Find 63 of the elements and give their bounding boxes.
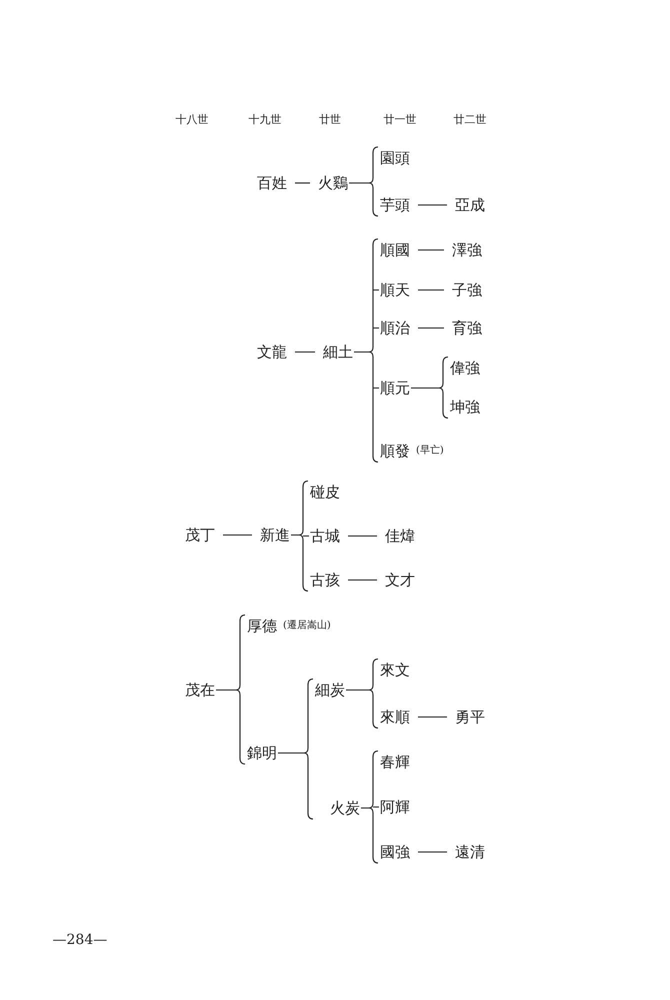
person-name: 亞成	[455, 196, 485, 214]
person-name: 遠清	[455, 843, 485, 861]
person-name: 佳煒	[385, 527, 415, 545]
generation-heading: 十八世	[176, 112, 208, 128]
connector-line	[295, 182, 310, 184]
page-number: —284—	[52, 931, 108, 949]
connector-line	[418, 204, 447, 206]
brace	[345, 658, 379, 729]
brace	[277, 678, 314, 820]
person-name: 碰皮	[310, 483, 340, 501]
brace	[290, 480, 310, 592]
connector-line	[418, 851, 447, 853]
person-name: 古城	[310, 527, 340, 545]
note-text: (早亡)	[416, 444, 444, 458]
brace	[353, 238, 380, 463]
person-name: 細炭	[315, 681, 345, 699]
person-name: 子強	[452, 281, 482, 299]
person-name: 春輝	[380, 753, 410, 771]
brace	[410, 356, 449, 419]
person-name: 澤強	[452, 241, 482, 259]
person-name: 百姓	[257, 174, 287, 192]
person-name: 阿輝	[380, 798, 410, 816]
person-name: 國強	[380, 843, 410, 861]
connector-line	[223, 534, 252, 536]
person-name: 茂在	[185, 681, 215, 699]
person-name: 順國	[380, 241, 410, 259]
person-name: 火炭	[330, 799, 360, 817]
person-name: 順元	[380, 379, 410, 397]
generation-heading: 廿二世	[454, 112, 486, 128]
note-text: (遷居嵩山)	[283, 618, 331, 633]
connector-line	[418, 327, 444, 329]
connector-line	[418, 289, 444, 291]
person-name: 來順	[380, 708, 410, 726]
person-name: 文龍	[257, 343, 287, 361]
person-name: 坤強	[450, 398, 480, 416]
person-name: 育強	[452, 319, 482, 337]
person-name: 順天	[380, 281, 410, 299]
connector-line	[295, 351, 315, 353]
brace	[348, 146, 379, 217]
person-name: 文才	[385, 571, 415, 589]
person-name: 茂丁	[185, 526, 215, 544]
person-name: 細土	[323, 343, 353, 361]
person-name: 園頭	[380, 149, 410, 167]
person-name: 芋頭	[380, 196, 410, 214]
generation-heading: 十九世	[248, 112, 282, 128]
person-name: 偉強	[450, 359, 480, 377]
person-name: 火鷄	[318, 174, 348, 192]
brace	[215, 614, 246, 765]
brace	[360, 750, 380, 864]
connector-line	[418, 249, 444, 251]
connector-line	[418, 716, 447, 718]
person-name: 順發	[380, 442, 410, 460]
person-name: 新進	[260, 526, 290, 544]
generation-heading: 廿一世	[384, 112, 416, 128]
person-name: 勇平	[455, 708, 485, 726]
generation-heading: 廿世	[319, 112, 341, 128]
person-name: 錦明	[247, 744, 277, 762]
connector-line	[348, 579, 377, 581]
connector-line	[348, 535, 377, 537]
person-name: 厚德	[247, 617, 277, 635]
person-name: 古孩	[310, 571, 340, 589]
person-name: 來文	[380, 661, 410, 679]
person-name: 順治	[380, 319, 410, 337]
